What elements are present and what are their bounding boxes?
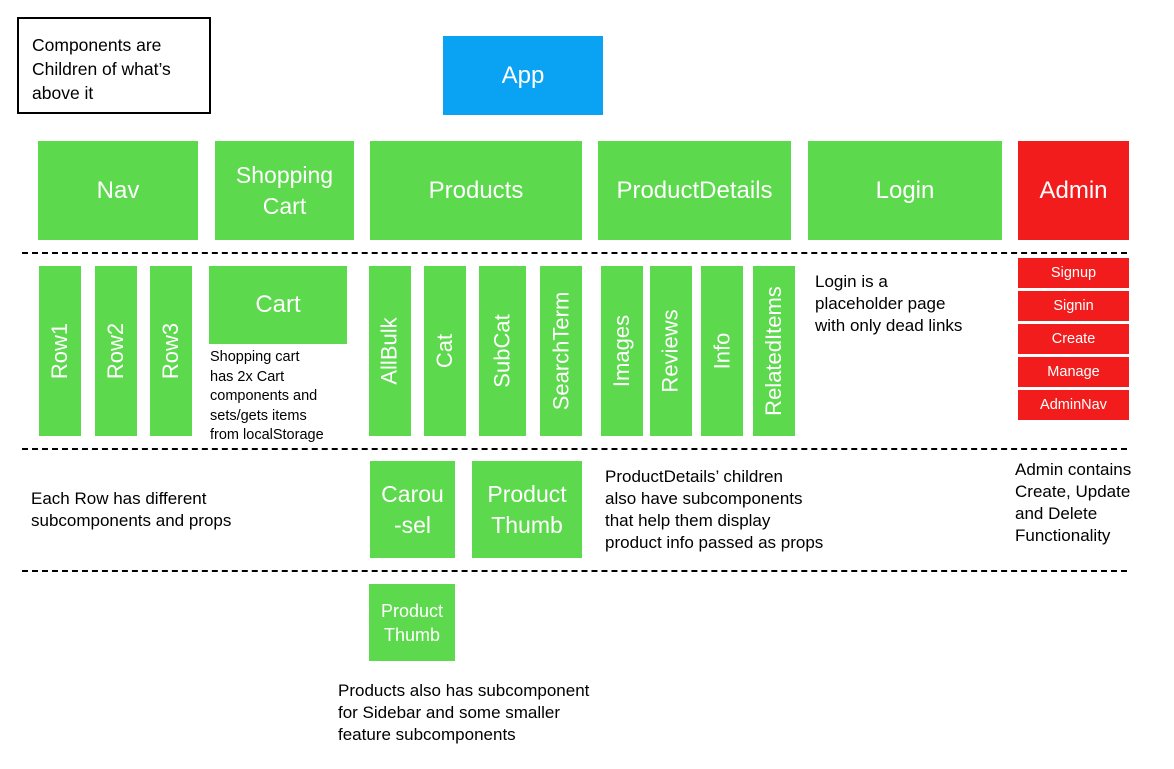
products-note: Products also has subcomponent for Sideb… [338, 681, 590, 744]
login-note: Login is a placeholder page with only de… [815, 272, 963, 335]
subcat-label: SubCat [489, 314, 515, 388]
signin-node: Signin [1018, 291, 1129, 321]
product-details-note: ProductDetails’ children also have subco… [605, 467, 824, 552]
info-label: Info [708, 332, 734, 370]
nav-node: Nav [38, 141, 198, 240]
shopping-cart-node: Shopping Cart [215, 141, 354, 240]
admin-note: Admin contains Create, Update and Delete… [1015, 460, 1132, 545]
login-node: Login [808, 141, 1002, 240]
product-details-node: ProductDetails [598, 141, 791, 240]
shopping-cart-note: Shopping cart has 2x Cart components and… [210, 349, 324, 443]
row2-label: Row2 [103, 322, 128, 380]
images-label: Images [609, 314, 634, 388]
cart-node: Cart [209, 266, 347, 344]
row1-node: Row1 [39, 266, 81, 436]
level-divider-2 [22, 448, 1127, 450]
searchterm-node: SearchTerm [540, 266, 582, 436]
cat-label: Cat [432, 333, 457, 369]
create-node: Create [1018, 324, 1129, 354]
reviews-label: Reviews [658, 309, 684, 393]
products-product-thumb-node: Product Thumb [369, 584, 455, 661]
row3-label: Row3 [158, 322, 183, 380]
reviews-node: Reviews [650, 266, 692, 436]
info-node: Info [701, 266, 743, 436]
legend-box: Components are Children of what’s above … [17, 17, 211, 114]
level-divider-1 [22, 252, 1127, 254]
row3-node: Row3 [150, 266, 192, 436]
app-node: App [443, 36, 603, 115]
row1-label: Row1 [47, 322, 72, 380]
cat-node: Cat [424, 266, 466, 436]
admin-node: Admin [1018, 141, 1129, 240]
carousel-node: Carou -sel [370, 461, 455, 558]
relateditems-label: RelatedItems [761, 286, 786, 416]
manage-node: Manage [1018, 357, 1129, 387]
searchterm-label: SearchTerm [548, 291, 573, 411]
subcat-node: SubCat [479, 266, 526, 436]
adminnav-node: AdminNav [1018, 390, 1129, 420]
signup-node: Signup [1018, 258, 1129, 288]
row2-node: Row2 [95, 266, 137, 436]
level-divider-3 [22, 570, 1127, 572]
product-thumb-node: Product Thumb [472, 461, 582, 558]
allbulk-label: AllBulk [377, 317, 402, 385]
relateditems-node: RelatedItems [753, 266, 795, 436]
rows-note: Each Row has different subcomponents and… [31, 489, 232, 530]
products-node: Products [370, 141, 582, 240]
allbulk-node: AllBulk [369, 266, 411, 436]
images-node: Images [601, 266, 643, 436]
